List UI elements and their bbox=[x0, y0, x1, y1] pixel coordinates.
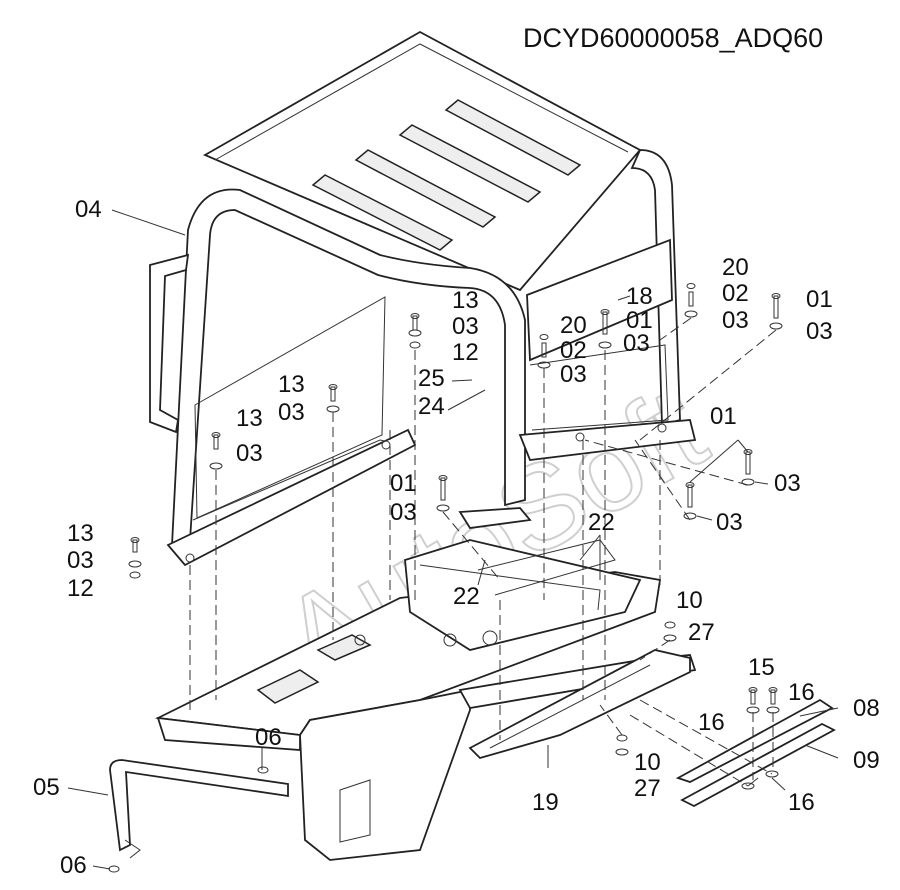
callout-13: 13 bbox=[278, 371, 305, 398]
callout-02: 02 bbox=[560, 337, 587, 364]
callout-03: 03 bbox=[67, 547, 94, 574]
callout-03: 03 bbox=[806, 318, 833, 345]
callout-01: 01 bbox=[806, 286, 833, 313]
callout-20: 20 bbox=[560, 312, 587, 339]
callout-10: 10 bbox=[676, 587, 703, 614]
callout-19: 19 bbox=[532, 789, 559, 816]
callout-24: 24 bbox=[418, 393, 445, 420]
callout-03: 03 bbox=[722, 307, 749, 334]
callout-labels: 04 05 06 06 13 03 12 13 03 13 03 13 03 1… bbox=[33, 196, 880, 879]
callout-03: 03 bbox=[560, 361, 587, 388]
callout-13: 13 bbox=[452, 287, 479, 314]
callout-12: 12 bbox=[67, 575, 94, 602]
callout-01: 01 bbox=[710, 403, 737, 430]
callout-25: 25 bbox=[418, 365, 445, 392]
callout-leaders bbox=[67, 209, 839, 870]
callout-16: 16 bbox=[698, 709, 725, 736]
callout-27: 27 bbox=[688, 619, 715, 646]
cover-strip-part-09 bbox=[680, 722, 836, 808]
callout-02: 02 bbox=[722, 280, 749, 307]
callout-20: 20 bbox=[722, 254, 749, 281]
callout-27: 27 bbox=[634, 775, 661, 802]
callout-22: 22 bbox=[453, 583, 480, 610]
callout-03: 03 bbox=[452, 313, 479, 340]
callout-03: 03 bbox=[623, 330, 650, 357]
callout-03: 03 bbox=[390, 499, 417, 526]
canopy-part-04 bbox=[149, 30, 697, 567]
callout-03: 03 bbox=[236, 440, 263, 467]
callout-05: 05 bbox=[33, 774, 60, 801]
handle-part-05 bbox=[109, 759, 289, 859]
callout-09: 09 bbox=[853, 747, 880, 774]
seat-support-part-22 bbox=[458, 507, 616, 596]
callout-22: 22 bbox=[588, 509, 615, 536]
callout-12: 12 bbox=[452, 339, 479, 366]
callout-06: 06 bbox=[60, 852, 87, 879]
callout-13: 13 bbox=[236, 405, 263, 432]
callout-16: 16 bbox=[788, 679, 815, 706]
callout-10: 10 bbox=[634, 749, 661, 776]
callout-18: 18 bbox=[626, 283, 653, 310]
callout-03: 03 bbox=[716, 509, 743, 536]
callout-03: 03 bbox=[774, 470, 801, 497]
callout-08: 08 bbox=[853, 695, 880, 722]
callout-01: 01 bbox=[626, 307, 653, 334]
callout-13: 13 bbox=[67, 520, 94, 547]
callout-06: 06 bbox=[255, 724, 282, 751]
callout-16: 16 bbox=[788, 789, 815, 816]
callout-01: 01 bbox=[390, 470, 417, 497]
cover-strip-part-08 bbox=[675, 698, 834, 783]
drawing-code: DCYD60000058_ADQ60 bbox=[523, 23, 823, 53]
callout-03: 03 bbox=[278, 399, 305, 426]
assembly-centerlines bbox=[189, 317, 777, 787]
callout-04: 04 bbox=[75, 196, 102, 223]
callout-15: 15 bbox=[748, 654, 775, 681]
